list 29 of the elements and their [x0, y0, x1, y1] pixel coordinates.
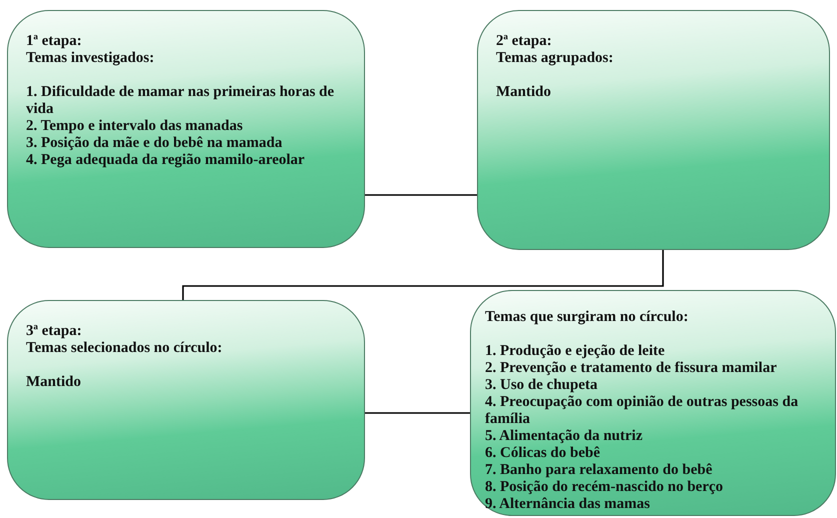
step-heading: Temas investigados:	[26, 50, 156, 67]
step-heading: 1ª etapa:	[26, 33, 83, 50]
list-item: 2. Tempo e intervalo das manadas	[26, 118, 244, 135]
list-item: 7. Banho para relaxamento do bebê	[485, 462, 714, 479]
list-item: Mantido	[26, 374, 82, 391]
rounded-box	[477, 10, 830, 250]
list-item: 6. Cólicas do bebê	[485, 445, 602, 462]
list-item: 8. Posição do recém-nascido no berço	[485, 479, 724, 496]
list-item: 9. Alternância das mamas	[485, 496, 651, 513]
rounded-box	[7, 10, 365, 248]
list-item: 3. Posição da mãe e do bebê na mamada	[26, 135, 284, 152]
step-heading: Temas que surgiram no círculo:	[485, 309, 690, 326]
rounded-box	[7, 300, 365, 500]
rounded-box	[470, 290, 836, 516]
connector-line	[365, 194, 477, 196]
connector-line	[365, 412, 470, 414]
connector-line	[182, 250, 664, 300]
list-item: 2. Prevenção e tratamento de fissura mamilar	[485, 360, 778, 377]
list-item: Mantido	[496, 84, 552, 101]
step-heading: 3ª etapa:	[26, 323, 83, 340]
list-item: 1. Dificuldade de mamar nas primeiras horas de vida	[26, 84, 336, 118]
list-item: 3. Uso de chupeta	[485, 377, 599, 394]
list-item: 5. Alimentação da nutriz	[485, 428, 644, 445]
list-item: 4. Preocupação com opinião de outras pessoas da família	[485, 394, 800, 428]
step-heading: 2ª etapa:	[496, 33, 553, 50]
step-heading: Temas agrupados:	[496, 50, 614, 67]
step-heading: Temas selecionados no círculo:	[26, 340, 224, 357]
list-item: 4. Pega adequada da região mamilo-areolar	[26, 152, 306, 169]
list-item: 1. Produção e ejeção de leite	[485, 343, 666, 360]
